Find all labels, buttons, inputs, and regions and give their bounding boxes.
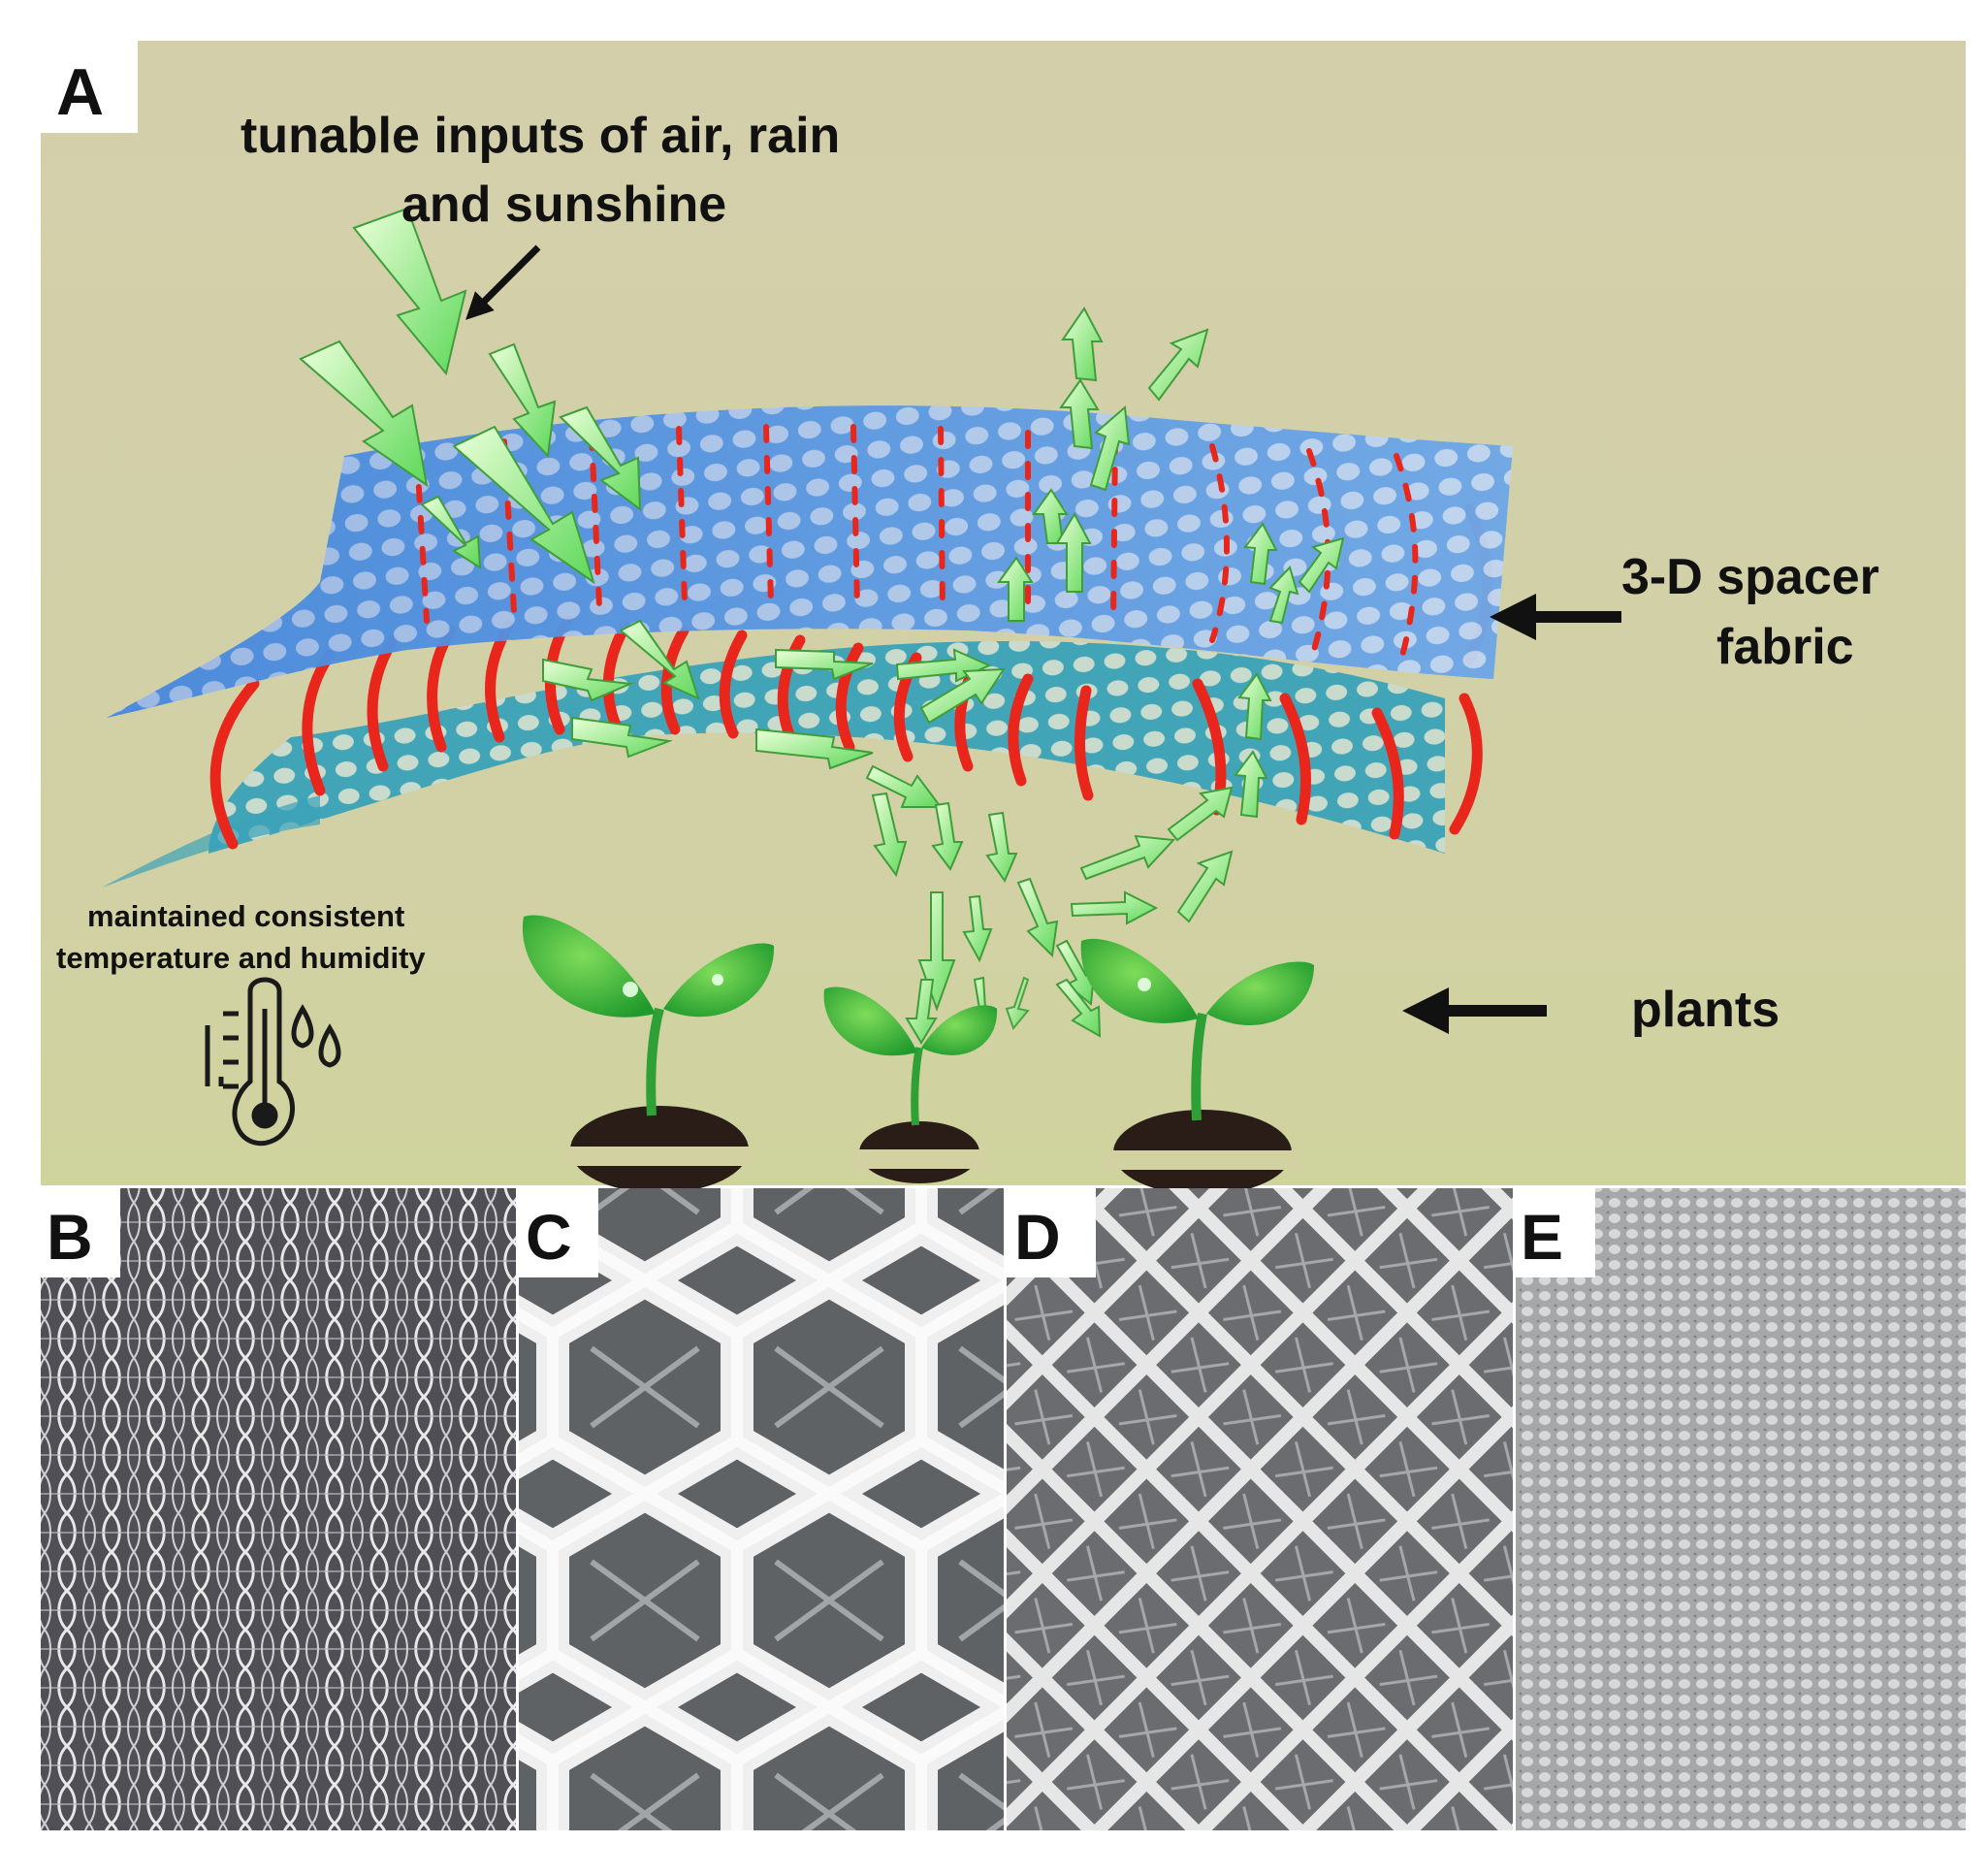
panel-a: A bbox=[41, 41, 1966, 1195]
fabric-label-line2: fabric bbox=[1716, 619, 1854, 675]
flow-arrow-icon bbox=[1005, 976, 1030, 1030]
panel-e: E bbox=[1516, 1188, 1966, 1830]
flow-arrow-icon bbox=[1070, 890, 1159, 925]
exchange-arrows bbox=[871, 307, 1345, 1045]
flow-arrow-icon bbox=[1176, 850, 1234, 923]
flow-arrow-icon bbox=[1298, 536, 1345, 594]
flow-arrow-icon bbox=[1059, 378, 1100, 450]
flow-arrow-icon bbox=[905, 979, 938, 1045]
panel-b: B bbox=[41, 1188, 516, 1830]
panel-b-photo bbox=[41, 1188, 516, 1830]
thermometer-icon bbox=[205, 977, 295, 1147]
panel-e-label: E bbox=[1521, 1201, 1563, 1273]
panel-a-label: A bbox=[56, 55, 104, 129]
top-mesh-layer bbox=[107, 405, 1513, 718]
panel-e-label-box bbox=[1516, 1188, 1595, 1277]
flow-arrow-icon bbox=[755, 727, 874, 770]
flow-arrow-icon bbox=[1234, 750, 1268, 819]
climate-label-line2: temperature and humidity bbox=[56, 941, 426, 975]
flow-arrow-icon bbox=[962, 894, 993, 963]
panel-c: C bbox=[519, 1188, 1004, 1830]
flow-arrow-icon bbox=[1016, 877, 1059, 958]
flow-arrow-icon bbox=[299, 339, 429, 488]
panel-d-label: D bbox=[1014, 1201, 1061, 1273]
bottom-mesh-layer bbox=[102, 640, 1445, 888]
panel-b-label: B bbox=[47, 1201, 93, 1273]
flow-arrow-icon bbox=[488, 342, 557, 459]
panel-c-photo bbox=[519, 1188, 1004, 1830]
flow-arrow-icon bbox=[985, 811, 1018, 884]
flow-arrow-icon bbox=[1089, 404, 1131, 492]
flow-arrow-icon bbox=[420, 495, 482, 569]
inputs-label-line2: and sunshine bbox=[401, 177, 726, 233]
flow-arrow-icon bbox=[452, 425, 595, 585]
input-arrows bbox=[299, 207, 1006, 808]
water-drops-icon bbox=[291, 1004, 341, 1068]
flow-arrow-icon bbox=[1167, 786, 1234, 842]
flow-arrow-icon bbox=[571, 716, 673, 759]
inputs-label-line1: tunable inputs of air, rain bbox=[240, 108, 840, 164]
panel-d-photo bbox=[1007, 1188, 1513, 1830]
flow-arrow-icon bbox=[997, 556, 1034, 622]
panel-c-label-box bbox=[519, 1188, 598, 1277]
flow-arrow-icon bbox=[619, 619, 700, 700]
panel-a-label-box bbox=[41, 41, 138, 133]
plant-icon bbox=[1080, 938, 1314, 1195]
pointer-arrow-icon bbox=[465, 244, 541, 320]
flow-arrow-icon bbox=[1079, 834, 1176, 881]
plant-icon bbox=[522, 915, 775, 1193]
flow-arrow-icon bbox=[1055, 511, 1092, 593]
flow-arrow-icon bbox=[931, 801, 964, 871]
flow-arrow-icon bbox=[559, 405, 642, 512]
flow-arrow-icon bbox=[352, 207, 467, 376]
fabric-label-line1: 3-D spacer bbox=[1621, 549, 1879, 605]
flow-arrow-icon bbox=[1055, 978, 1102, 1038]
panel-c-label: C bbox=[526, 1201, 572, 1273]
plant-icon bbox=[823, 986, 998, 1183]
flow-arrow-icon bbox=[1055, 939, 1096, 1006]
flow-arrow-icon bbox=[1061, 307, 1104, 382]
plants-label: plants bbox=[1631, 982, 1780, 1038]
flow-arrow-icon bbox=[775, 648, 874, 681]
panel-d-label-box bbox=[1007, 1188, 1096, 1277]
climate-label-line1: maintained consistent bbox=[87, 899, 404, 933]
flow-arrow-icon bbox=[542, 658, 634, 702]
flow-arrow-icon bbox=[1268, 566, 1299, 625]
flow-arrow-icon bbox=[919, 667, 1006, 725]
flow-arrow-icon bbox=[1237, 672, 1272, 741]
flow-arrow-icon bbox=[1147, 328, 1209, 402]
flow-arrow-icon bbox=[1243, 522, 1278, 586]
panel-d: D bbox=[1007, 1188, 1513, 1830]
panel-b-label-box bbox=[41, 1188, 120, 1277]
flow-arrow-icon bbox=[865, 764, 943, 808]
panel-e-photo bbox=[1516, 1188, 1966, 1830]
flow-arrow-icon bbox=[871, 792, 908, 878]
